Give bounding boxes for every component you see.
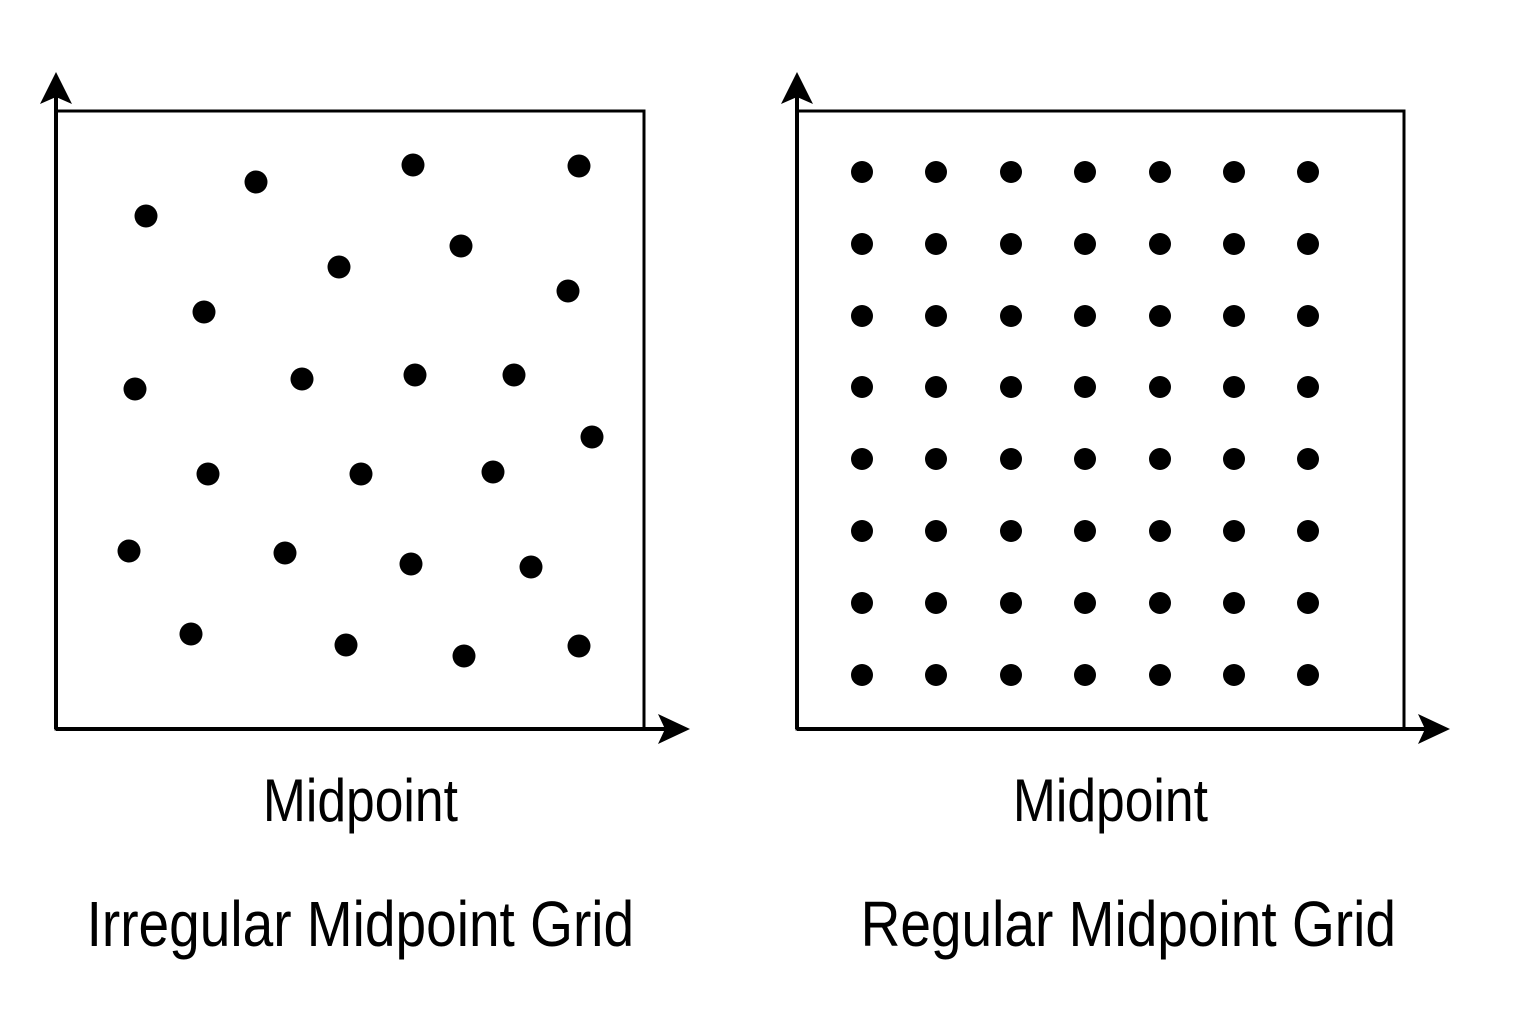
regular-midpoint-dot <box>1149 592 1171 614</box>
regular-midpoint-dot <box>1074 448 1096 470</box>
irregular-midpoint-dot <box>519 555 543 579</box>
regular-midpoint-dot <box>925 448 947 470</box>
regular-midpoint-dot <box>1223 448 1245 470</box>
regular-midpoint-dot <box>1149 376 1171 398</box>
regular-midpoint-dot <box>1000 448 1022 470</box>
regular-midpoint-dot <box>1149 161 1171 183</box>
irregular-midpoint-dot <box>196 462 220 486</box>
regular-midpoint-dot <box>1074 305 1096 327</box>
regular-midpoint-dot <box>1223 161 1245 183</box>
regular-midpoint-dot <box>1223 233 1245 255</box>
regular-midpoint-dot <box>1074 592 1096 614</box>
regular-midpoint-dot <box>925 520 947 542</box>
regular-midpoint-dot <box>925 161 947 183</box>
regular-midpoint-dot <box>851 305 873 327</box>
irregular-x-axis-label: Midpoint <box>60 766 660 836</box>
regular-frame <box>795 109 1406 731</box>
irregular-midpoint-dot <box>401 153 425 177</box>
irregular-midpoint-dot <box>449 234 473 258</box>
regular-midpoint-dot <box>851 233 873 255</box>
regular-midpoint-dot <box>1297 448 1319 470</box>
irregular-midpoint-dot <box>556 279 580 303</box>
irregular-midpoint-dot <box>273 541 297 565</box>
regular-midpoint-dot <box>851 448 873 470</box>
irregular-midpoint-dot <box>179 622 203 646</box>
regular-x-axis-arrow-icon <box>1418 714 1450 744</box>
regular-midpoint-dot <box>1223 664 1245 686</box>
regular-midpoint-dot <box>925 376 947 398</box>
regular-midpoint-dot <box>925 664 947 686</box>
regular-midpoint-dot <box>1000 161 1022 183</box>
regular-midpoint-dot <box>1223 592 1245 614</box>
regular-midpoint-dot <box>1000 376 1022 398</box>
regular-midpoint-dot <box>1223 376 1245 398</box>
irregular-midpoint-dot <box>244 170 268 194</box>
irregular-x-axis-label-text: Midpoint <box>262 767 458 834</box>
regular-midpoint-dot <box>1297 664 1319 686</box>
irregular-midpoint-dot <box>452 644 476 668</box>
regular-panel-title: Regular Midpoint Grid <box>748 886 1508 962</box>
regular-midpoint-dot <box>851 592 873 614</box>
regular-midpoint-dot <box>1297 592 1319 614</box>
regular-panel-title-text: Regular Midpoint Grid <box>860 888 1396 960</box>
irregular-midpoint-dot <box>567 634 591 658</box>
irregular-midpoint-dot <box>327 255 351 279</box>
regular-midpoint-dot <box>851 161 873 183</box>
irregular-panel-title-text: Irregular Midpoint Grid <box>86 888 634 960</box>
irregular-y-axis-arrow-icon <box>40 72 72 104</box>
regular-midpoint-dot <box>1297 520 1319 542</box>
irregular-midpoint-dot <box>290 367 314 391</box>
regular-y-axis-arrow-icon <box>781 72 813 104</box>
irregular-x-axis-arrow-icon <box>658 714 690 744</box>
regular-midpoint-dot <box>1149 233 1171 255</box>
regular-midpoint-dot <box>1297 376 1319 398</box>
regular-midpoint-dot <box>1074 664 1096 686</box>
regular-midpoint-dot <box>925 592 947 614</box>
regular-midpoint-dot <box>1297 161 1319 183</box>
irregular-midpoint-dot <box>580 425 604 449</box>
regular-midpoint-dot <box>1000 664 1022 686</box>
irregular-midpoint-dot <box>192 300 216 324</box>
regular-x-axis-label-text: Midpoint <box>1012 767 1208 834</box>
regular-midpoint-dot <box>1000 592 1022 614</box>
regular-midpoint-dot <box>1074 376 1096 398</box>
regular-grid-panel <box>781 72 1450 744</box>
regular-midpoint-dot <box>1297 305 1319 327</box>
regular-midpoint-dot <box>1223 305 1245 327</box>
irregular-grid-panel <box>40 72 690 744</box>
regular-midpoint-dot <box>1149 305 1171 327</box>
regular-midpoint-dot <box>1000 305 1022 327</box>
regular-midpoint-dot <box>1074 161 1096 183</box>
regular-midpoint-dot <box>1000 233 1022 255</box>
regular-midpoint-dot <box>851 520 873 542</box>
regular-midpoint-dot <box>851 376 873 398</box>
irregular-midpoint-dot <box>134 204 158 228</box>
irregular-panel-title: Irregular Midpoint Grid <box>0 886 740 962</box>
regular-midpoint-dot <box>1074 233 1096 255</box>
regular-midpoint-dot <box>925 233 947 255</box>
regular-midpoint-dot <box>1074 520 1096 542</box>
regular-midpoint-dot <box>1000 520 1022 542</box>
irregular-midpoint-dot <box>567 154 591 178</box>
regular-midpoint-dot <box>1149 664 1171 686</box>
regular-x-axis-label: Midpoint <box>810 766 1410 836</box>
irregular-midpoint-dot <box>334 633 358 657</box>
regular-midpoint-dot <box>1223 520 1245 542</box>
regular-midpoint-dot <box>1149 448 1171 470</box>
irregular-midpoint-dot <box>399 552 423 576</box>
irregular-midpoint-dot <box>349 462 373 486</box>
regular-midpoint-dot <box>1297 233 1319 255</box>
irregular-midpoint-dot <box>117 539 141 563</box>
irregular-midpoint-dot <box>403 363 427 387</box>
regular-midpoint-dot <box>851 664 873 686</box>
irregular-midpoint-dot <box>123 377 147 401</box>
regular-midpoint-dot <box>1149 520 1171 542</box>
regular-midpoint-dot <box>925 305 947 327</box>
irregular-midpoint-dot <box>502 363 526 387</box>
irregular-midpoint-dot <box>481 460 505 484</box>
